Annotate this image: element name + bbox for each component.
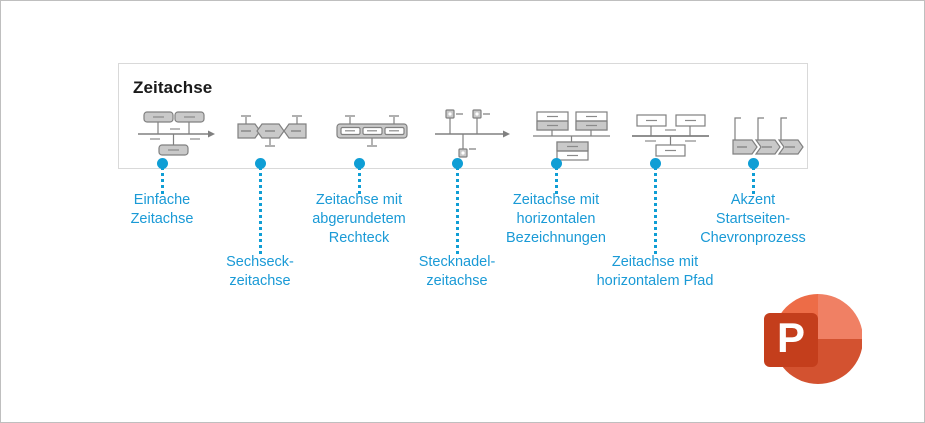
callout-dot-6 xyxy=(650,158,661,169)
callout-dot-7 xyxy=(748,158,759,169)
callout-stem-4 xyxy=(456,167,459,256)
layout-option-horizontal-path-timeline[interactable] xyxy=(623,104,719,166)
timeline-layout-gallery: Zeitachse xyxy=(118,63,808,169)
callout-label-horizontal-path-timeline: Zeitachse mit horizontalem Pfad xyxy=(596,254,714,289)
powerpoint-logo: P xyxy=(760,289,863,389)
callout-stem-2 xyxy=(259,167,262,256)
layout-option-accent-chevron-process[interactable] xyxy=(722,104,818,166)
callout-stem-7 xyxy=(752,167,755,194)
callout-marker-3 xyxy=(354,158,366,194)
callout-label-accent-chevron-process: Akzent Startseiten- Chevronprozess xyxy=(700,192,806,246)
callout-dot-2 xyxy=(255,158,266,169)
callout-stem-1 xyxy=(161,167,164,194)
layout-option-rounded-rectangle-timeline[interactable] xyxy=(326,104,422,166)
rounded-rectangle-timeline-icon xyxy=(336,115,408,147)
callout-marker-1 xyxy=(157,158,169,194)
callout-marker-6 xyxy=(650,158,662,256)
callout-marker-4 xyxy=(452,158,464,256)
callout-dot-5 xyxy=(551,158,562,169)
callout-label-rounded-rectangle-timeline: Zeitachse mit abgerundetem Rechteck xyxy=(312,192,406,246)
powerpoint-logo-icon: P xyxy=(764,294,863,384)
callout-stem-6 xyxy=(654,167,657,256)
callout-label-hexagon-timeline: Sechseck- zeitachse xyxy=(226,254,294,289)
horizontal-labels-timeline-icon xyxy=(533,111,610,161)
callout-dot-1 xyxy=(157,158,168,169)
callout-marker-5 xyxy=(551,158,563,194)
callout-label-horizontal-labels-timeline: Zeitachse mit horizontalen Bezeichnungen xyxy=(506,192,606,246)
layout-option-simple-timeline[interactable] xyxy=(128,104,224,166)
horizontal-path-timeline-icon xyxy=(632,114,709,157)
simple-timeline-icon xyxy=(138,111,215,156)
callout-stem-5 xyxy=(555,167,558,194)
pin-timeline-icon xyxy=(435,109,510,158)
thumbnail-row xyxy=(119,104,807,166)
accent-chevron-process-icon xyxy=(732,117,804,155)
powerpoint-logo-letter: P xyxy=(777,314,805,361)
callout-marker-2 xyxy=(255,158,267,256)
layout-option-pin-timeline[interactable] xyxy=(425,104,521,166)
layout-option-hexagon-timeline[interactable] xyxy=(227,104,323,166)
callout-dot-3 xyxy=(354,158,365,169)
hexagon-timeline-icon xyxy=(237,115,307,147)
callout-label-pin-timeline: Stecknadel- zeitachse xyxy=(418,254,496,289)
callout-stem-3 xyxy=(358,167,361,194)
callout-marker-7 xyxy=(748,158,760,194)
layout-option-horizontal-labels-timeline[interactable] xyxy=(524,104,620,166)
gallery-title: Zeitachse xyxy=(133,78,213,97)
callout-dot-4 xyxy=(452,158,463,169)
callout-label-simple-timeline: Einfache Zeitachse xyxy=(130,192,194,227)
